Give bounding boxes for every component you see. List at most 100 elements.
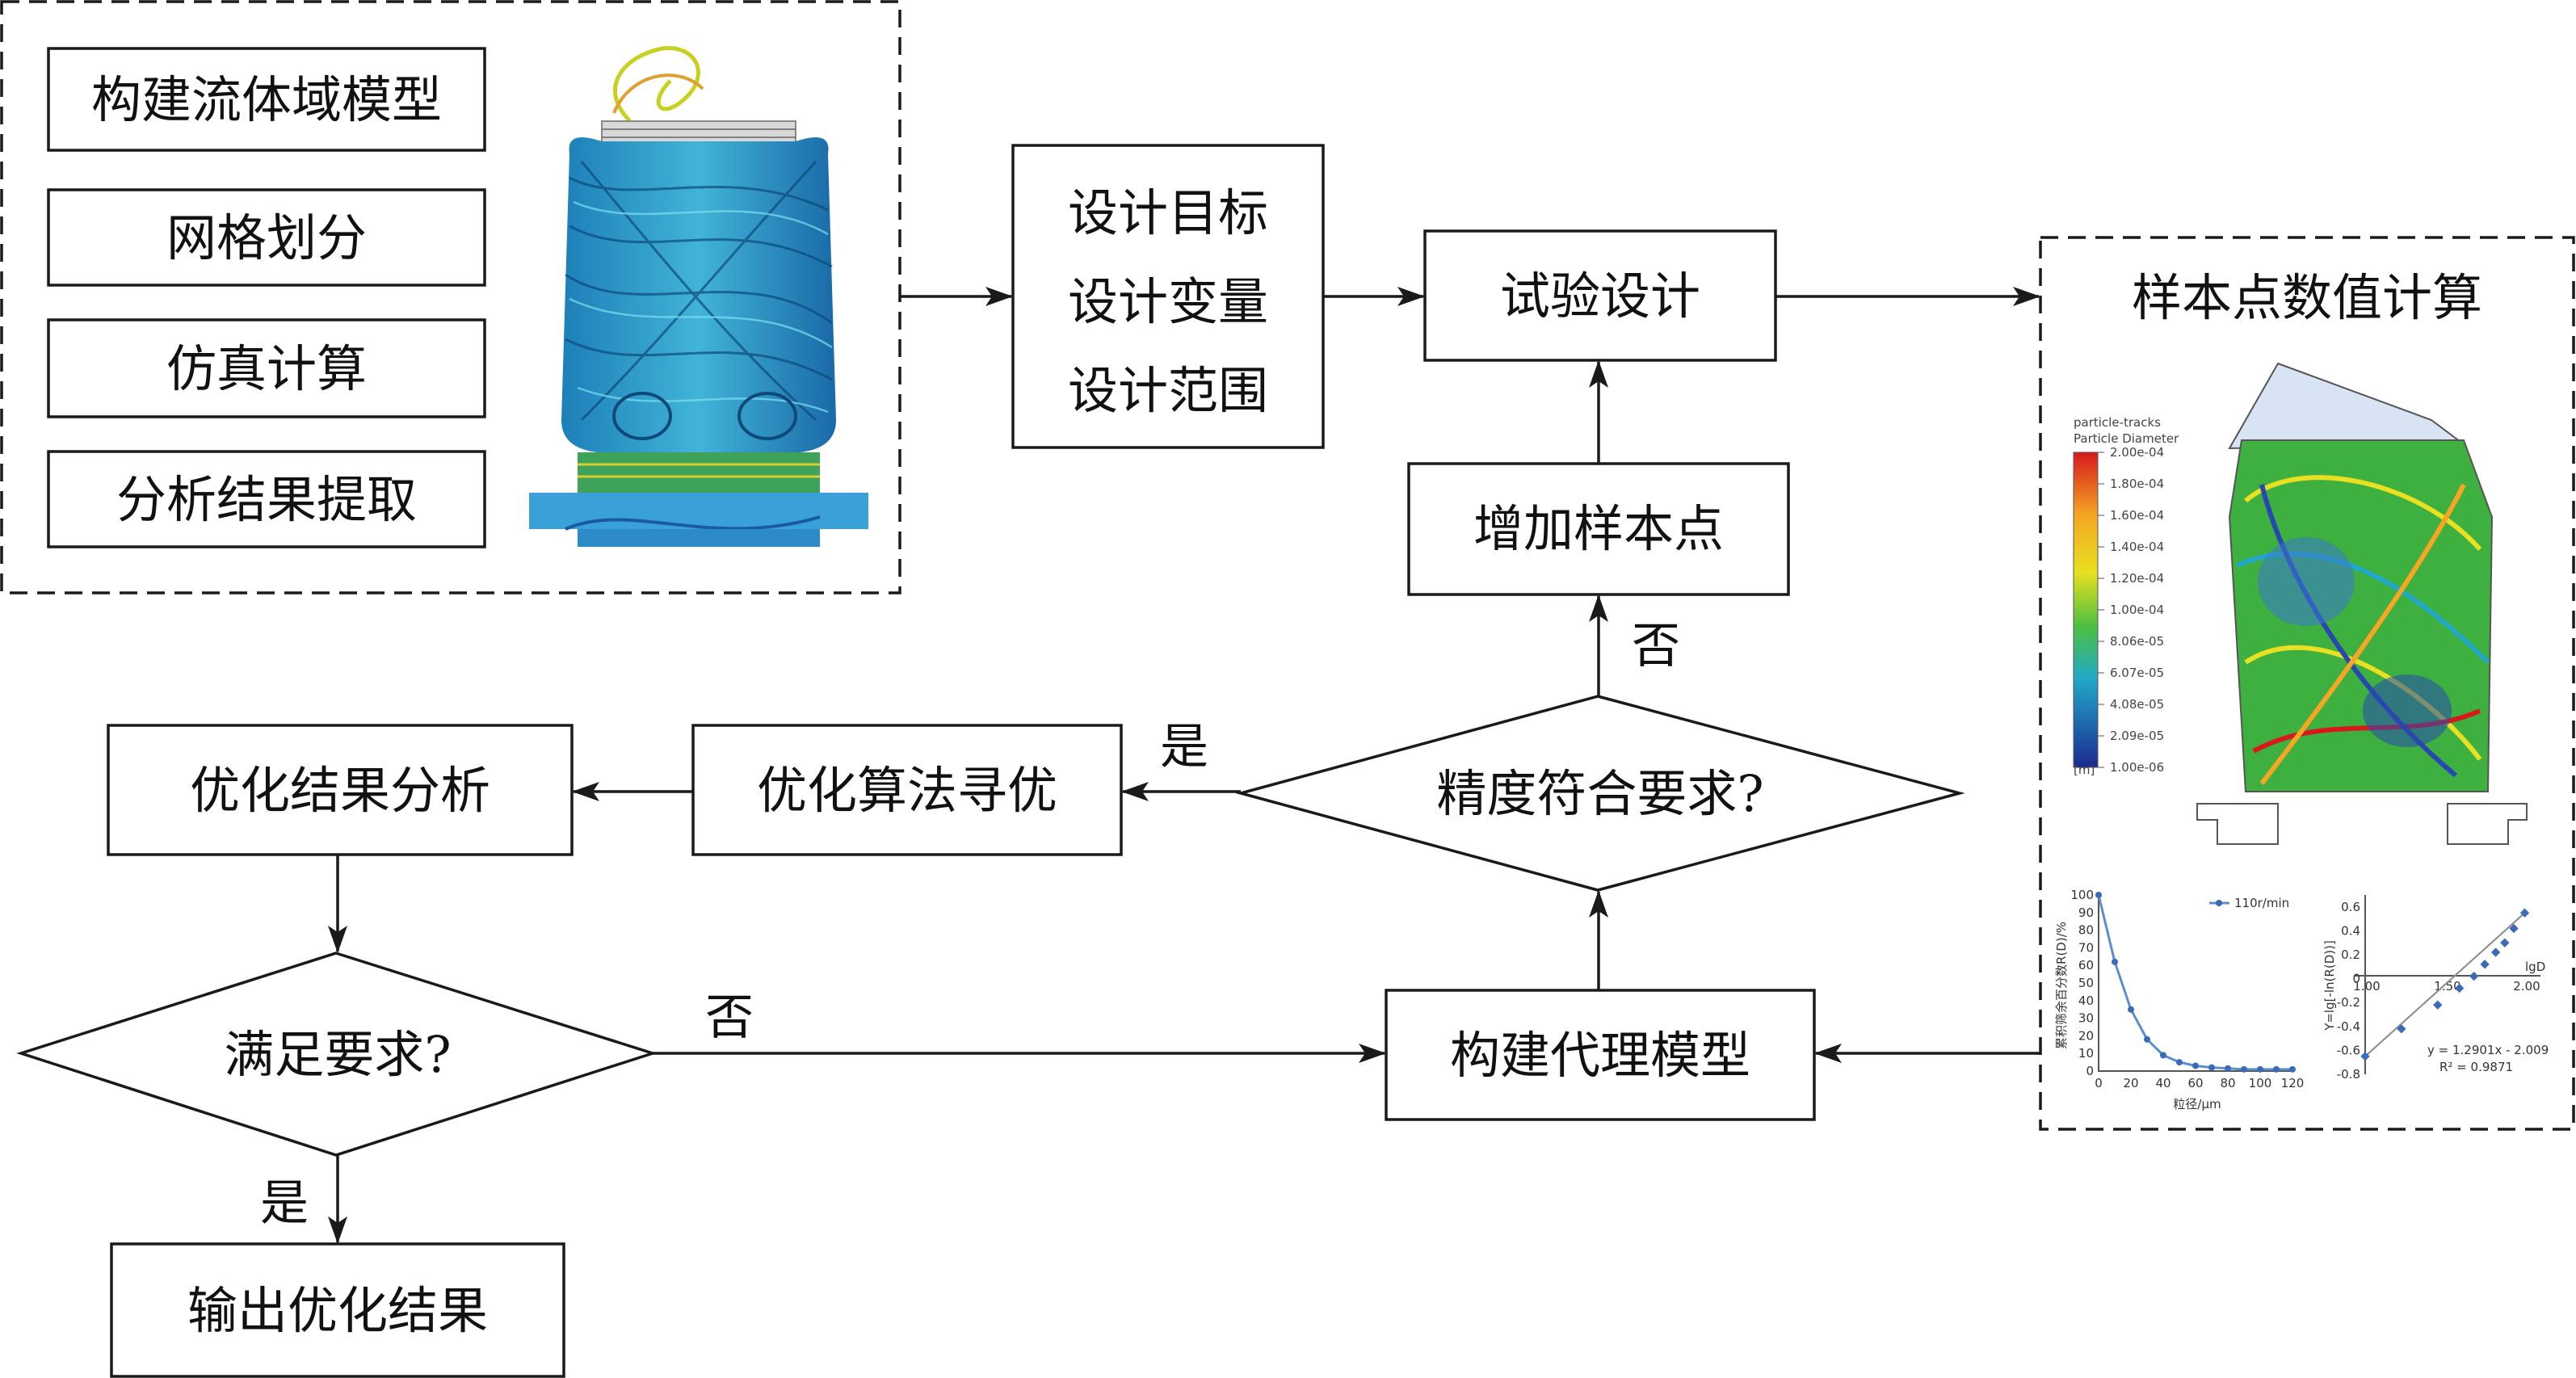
fit-point — [2455, 983, 2465, 994]
legend-title-2: Particle Diameter — [2074, 431, 2179, 446]
residue-point — [2225, 1065, 2231, 1072]
residue-ylabel: 累积筛余百分数R(D)/% — [2054, 922, 2069, 1049]
residue-xtick: 100 — [2249, 1076, 2272, 1090]
legend-tick-label: 2.09e-05 — [2110, 729, 2164, 743]
fit-xtick: 1.00 — [2353, 979, 2380, 994]
node-simulation-label: 仿真计算 — [166, 339, 367, 398]
residue-point — [2241, 1065, 2247, 1073]
node-design-setup-line-2: 设计变量 — [1068, 272, 1268, 331]
edge-label-no-requirement: 否 — [705, 989, 754, 1046]
node-requirement-check — [16, 952, 658, 1157]
residue-xtick: 20 — [2123, 1076, 2138, 1090]
edge-label-yes-accuracy: 是 — [1160, 719, 1208, 775]
fit-ytick: 0.2 — [2341, 947, 2360, 962]
legend-title-1: particle-tracks — [2074, 415, 2161, 430]
residue-ytick: 100 — [2070, 888, 2094, 902]
legend-unit: [m] — [2074, 763, 2095, 777]
residue-ytick: 60 — [2078, 958, 2094, 973]
fit-point — [2480, 960, 2490, 969]
fit-point — [2433, 1000, 2443, 1010]
residue-point — [2257, 1065, 2263, 1073]
residue-xtick: 40 — [2155, 1076, 2170, 1090]
residue-ytick: 30 — [2078, 1011, 2094, 1026]
fit-ytick: 0 — [2352, 972, 2360, 986]
fit-point — [2490, 947, 2501, 957]
node-design-setup — [1011, 144, 1325, 449]
node-doe-label: 试验设计 — [1500, 267, 1700, 326]
node-result-analysis-label: 优化结果分析 — [190, 761, 490, 820]
node-design-setup-line-1: 设计目标 — [1068, 183, 1268, 242]
residue-ytick: 0 — [2086, 1064, 2094, 1078]
residue-point — [2128, 1006, 2134, 1013]
node-surrogate-label: 构建代理模型 — [1450, 1026, 1750, 1085]
residue-point — [2144, 1036, 2150, 1043]
legend-tick-label: 2.00e-04 — [2110, 445, 2164, 460]
edges — [328, 287, 2040, 1244]
fit-point — [2509, 923, 2519, 934]
fit-point — [2519, 908, 2530, 918]
fit-ytick: 0.4 — [2341, 923, 2360, 938]
residue-ytick: 70 — [2078, 940, 2094, 955]
fit-point — [2397, 1024, 2406, 1034]
residue-ytick: 80 — [2078, 923, 2094, 938]
node-doe — [1423, 229, 1777, 362]
sample-calc-group — [2039, 236, 2575, 1131]
node-accuracy-check-label: 精度符合要求? — [1436, 764, 1763, 823]
legend-tick-label: 1.80e-04 — [2110, 477, 2164, 491]
residue-ytick: 20 — [2078, 1028, 2094, 1043]
node-simulation — [47, 318, 486, 418]
legend-tick-label: 1.00e-06 — [2110, 760, 2164, 775]
fit-ytick: -0.6 — [2337, 1043, 2360, 1057]
legend-tick-label: 1.00e-04 — [2110, 603, 2164, 617]
fit-ytick: -0.4 — [2337, 1019, 2360, 1034]
residue-ytick: 10 — [2078, 1046, 2094, 1061]
fit-ytick: -0.2 — [2337, 995, 2360, 1010]
residue-point — [2273, 1065, 2280, 1073]
fit-point — [2360, 1052, 2370, 1061]
node-optimize — [691, 724, 1123, 856]
residue-xtick: 60 — [2187, 1076, 2203, 1090]
particle-contour-plot: particle-tracks Particle Diameter 2.00e-… — [2073, 362, 2528, 845]
residue-point — [2095, 892, 2102, 898]
residue-ytick: 40 — [2078, 994, 2094, 1008]
residue-xtick: 120 — [2281, 1076, 2305, 1090]
fit-annotation-eq: y = 1.2901x - 2.009 — [2427, 1043, 2549, 1057]
node-fluid-model-label: 构建流体域模型 — [91, 70, 442, 129]
residue-point — [2208, 1064, 2215, 1071]
residue-series-line — [2097, 894, 2292, 1071]
legend-tick-label: 1.40e-04 — [2110, 540, 2164, 554]
node-design-setup-line-3: 设计范围 — [1068, 361, 1268, 420]
residue-xlabel: 粒径/μm — [2173, 1097, 2221, 1111]
residue-ytick: 90 — [2078, 905, 2094, 920]
node-surrogate — [1385, 989, 1816, 1121]
legend-tick-label: 4.08e-05 — [2110, 697, 2164, 712]
legend-tick-label: 6.07e-05 — [2110, 666, 2164, 680]
node-sample-calc-label: 样本点数值计算 — [2132, 268, 2482, 327]
node-output — [110, 1242, 565, 1378]
edge-label-no-accuracy: 否 — [1632, 618, 1680, 674]
legend-tick-label: 1.20e-04 — [2110, 571, 2164, 586]
fit-trend-line — [2364, 912, 2526, 1057]
node-optimize-label: 优化算法寻优 — [757, 761, 1057, 820]
fit-annotation-r2: R² = 0.9871 — [2439, 1060, 2513, 1074]
residue-ytick: 50 — [2078, 976, 2094, 990]
node-output-label: 输出优化结果 — [187, 1281, 488, 1340]
fit-xtick: 2.00 — [2513, 979, 2540, 994]
residue-point — [2192, 1062, 2199, 1069]
fit-xtick: 1.50 — [2434, 979, 2460, 994]
fit-ytick: 0.6 — [2341, 900, 2360, 914]
residue-point — [2176, 1059, 2183, 1066]
node-extract — [47, 450, 486, 548]
legend-tick-label: 1.60e-04 — [2110, 508, 2164, 523]
fit-ytick: -0.8 — [2337, 1067, 2360, 1082]
streamline-illustration — [529, 46, 868, 547]
residue-point — [2112, 958, 2118, 965]
node-requirement-check-label: 满足要求? — [224, 1025, 451, 1084]
node-mesh — [47, 188, 486, 287]
fit-point — [2469, 971, 2479, 981]
legend-tick-label: 8.06e-05 — [2110, 634, 2164, 649]
residue-point — [2160, 1052, 2166, 1059]
residue-legend: 110r/min — [2234, 896, 2289, 910]
